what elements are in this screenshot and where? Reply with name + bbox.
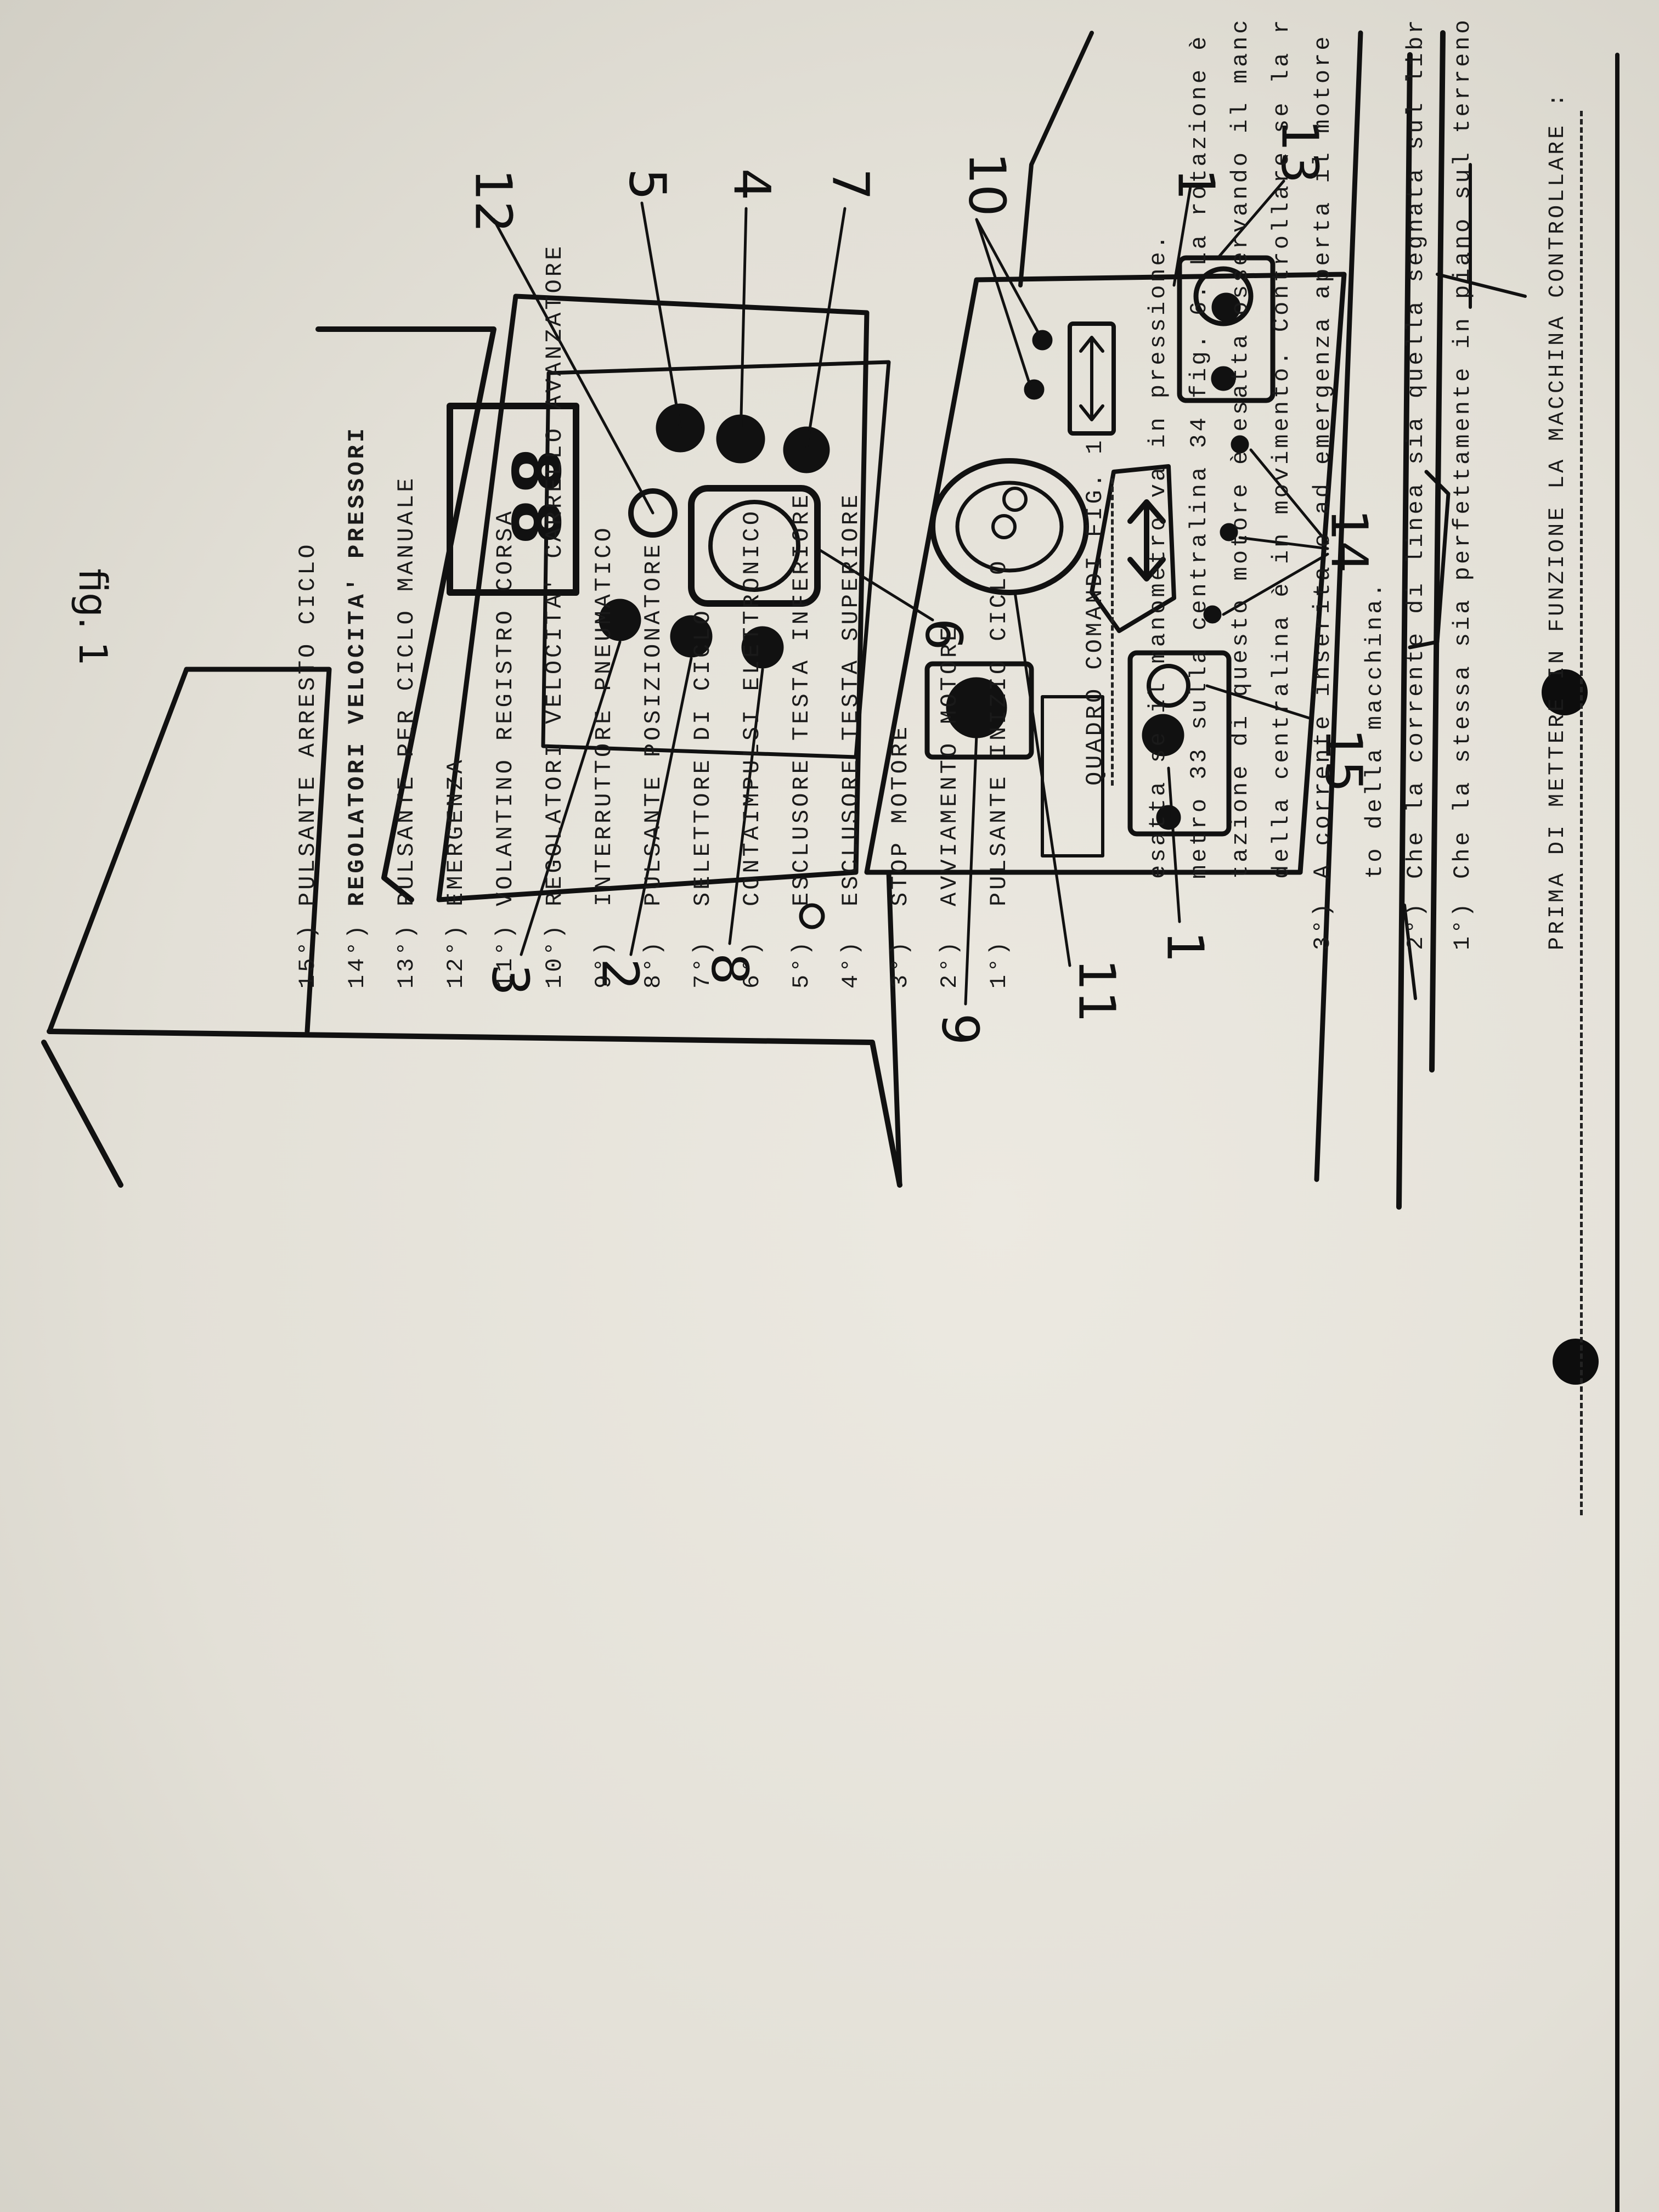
pulse-counter-6 [688, 485, 821, 607]
legend-11-label: VOLANTINO REGISTRO CORSA [492, 509, 518, 906]
legend-7-num: 7°) [690, 939, 716, 989]
legend-9-num: 9°) [591, 939, 617, 989]
header-title: PRIMA DI METTERE IN FUNZIONE LA MACCHINA… [1545, 91, 1570, 950]
intro-1-text: Che la stessa sia perfettamente in piano… [1449, 17, 1476, 879]
section-underline [1111, 478, 1114, 786]
legend-10-num: 10°) [541, 922, 568, 989]
header-underline [1580, 111, 1583, 1515]
legend-15-label: PULSANTE ARRESTO CICLO [295, 541, 321, 907]
legend-14-label: REGOLATORI VELOCITA' PRESSORI [344, 426, 370, 906]
legend-13-label: PULSANTE PER CICLO MANUALE [393, 475, 420, 906]
legend-1-num: 1°) [986, 939, 1012, 989]
legend-6-label: CONTAIMPULSI ELETTRONICO [739, 509, 765, 906]
button-box-15 [1127, 650, 1232, 837]
intro-2-line2: to della macchina. [1362, 580, 1388, 879]
legend-8-num: 8°) [640, 939, 667, 989]
legend-7-label: SELETTORE DI CICLO [690, 608, 716, 906]
intro-3-line3: tazione di questo motore è esatta osserv… [1227, 17, 1254, 879]
legend-11-num: 11°) [492, 922, 518, 989]
legend-6-num: 6°) [739, 939, 765, 989]
legend-4-label: ESCLUSORE TESTA SUPERIORE [838, 492, 864, 906]
legend-2-num: 2°) [936, 939, 963, 989]
section-title: QUADRO COMANDI FIG. 1 [1082, 437, 1108, 786]
intro-3-line4: metro 33 sulla centralina 34 fig. 6. La … [1186, 33, 1212, 879]
legend-3-num: 3°) [887, 939, 913, 989]
legend-1-label: PULSANTE INIZIO CICLO [986, 558, 1012, 906]
intro-3-num: 3°) [1310, 900, 1336, 950]
digital-display [447, 403, 579, 596]
intro-1-num: 1°) [1449, 900, 1476, 950]
legend-12-label: EMERGENZA [443, 757, 469, 906]
legend-3-label: STOP MOTORE [887, 724, 913, 906]
legend-5-label: ESCLUSORE TESTA INFERIORE [788, 492, 815, 906]
legend-8-label: PULSANTE POSIZIONATORE [640, 541, 667, 907]
legend-15-num: 15°) [295, 922, 321, 989]
intro-3-line1: A corrente inserita e ad emergenza apert… [1310, 33, 1336, 879]
legend-5-num: 5°) [788, 939, 815, 989]
legend-4-num: 4°) [838, 939, 864, 989]
button-box-13 [1177, 255, 1276, 403]
intro-2-line1: Che la corrente di linea sia quella segn… [1403, 17, 1429, 879]
legend-14-num: 14°) [344, 922, 370, 989]
legend-12-num: 12°) [443, 922, 469, 989]
punch-hole-top [1542, 669, 1588, 715]
legend-10-label: REGOLATORI VELOCITA' CARRELLO AVANZATORE [541, 243, 568, 906]
legend-13-num: 13°) [393, 922, 420, 989]
intro-3-line5: esatta se il manometro va in pressione. [1145, 233, 1171, 879]
intro-3-line2: della centralina è in movimento. Control… [1268, 17, 1295, 879]
legend-9-label: INTERRUTTORE PNEUMATICO [591, 525, 617, 906]
punch-hole-bottom [1553, 1339, 1599, 1385]
handwheel-11 [930, 458, 1089, 595]
legend-2-label: AVVIAMENTO MOTORE [936, 624, 963, 906]
intro-2-num: 2°) [1403, 900, 1429, 950]
